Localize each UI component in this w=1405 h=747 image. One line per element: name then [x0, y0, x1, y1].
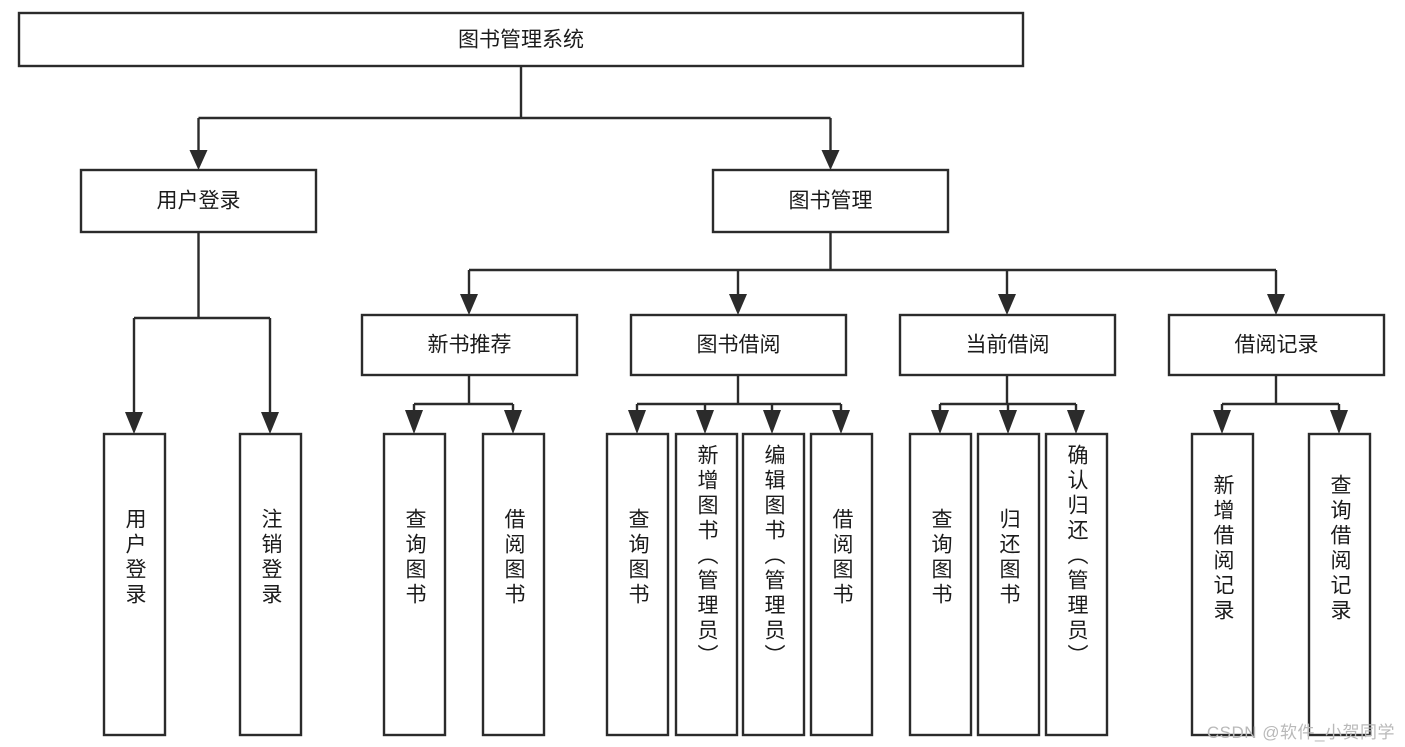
arrow-leaf-add-book-icon: [696, 410, 714, 434]
node-leaf-query-book-3-box[interactable]: [908, 432, 973, 737]
node-leaf-add-book-box[interactable]: [674, 432, 739, 737]
node-current-borrow-box[interactable]: [898, 313, 1117, 377]
node-layer: 图书管理系统 用户登录 图书管理 新书推荐 图书借阅 当前借阅 借阅记录: [17, 11, 1386, 737]
arrow-leaf-borrow-book-1-icon: [504, 410, 522, 434]
node-leaf-add-record-box[interactable]: [1190, 432, 1255, 737]
node-leaf-user-logout-box[interactable]: [238, 432, 303, 737]
arrow-leaf-borrow-book-2-icon: [832, 410, 850, 434]
arrow-leaf-query-book-2-icon: [628, 410, 646, 434]
arrow-leaf-query-record-icon: [1330, 410, 1348, 434]
node-book-borrow-box[interactable]: [629, 313, 848, 377]
node-leaf-edit-book-box[interactable]: [741, 432, 806, 737]
csdn-watermark: CSDN @软件_小贺同学: [1206, 723, 1395, 742]
node-leaf-borrow-book-1-box[interactable]: [481, 432, 546, 737]
node-leaf-query-book-2-box[interactable]: [605, 432, 670, 737]
node-root-label: 图书管理系统: [458, 29, 584, 52]
node-leaf-return-book-box[interactable]: [976, 432, 1041, 737]
node-new-book-recommend-label: 新书推荐: [428, 334, 512, 357]
node-book-management-label: 图书管理: [789, 190, 873, 213]
node-leaf-user-login-box[interactable]: [102, 432, 167, 737]
node-borrow-record-box[interactable]: [1167, 313, 1386, 377]
arrow-to-borrow-record-icon: [1267, 294, 1285, 315]
node-leaf-query-book-1-box[interactable]: [382, 432, 447, 737]
node-user-login-box[interactable]: [79, 168, 318, 234]
arrow-leaf-edit-book-icon: [763, 410, 781, 434]
node-leaf-query-record-box[interactable]: [1307, 432, 1372, 737]
arrow-leaf-query-book-1-icon: [405, 410, 423, 434]
node-new-book-recommend-box[interactable]: [360, 313, 579, 377]
arrow-leaf-query-book-3-icon: [931, 410, 949, 434]
arrow-leaf-return-book-icon: [999, 410, 1017, 434]
node-borrow-record-label: 借阅记录: [1235, 334, 1319, 357]
node-book-management-box[interactable]: [711, 168, 950, 234]
node-root-box[interactable]: [17, 11, 1025, 68]
node-current-borrow-label: 当前借阅: [966, 334, 1050, 357]
arrow-leaf-confirm-return-icon: [1067, 410, 1085, 434]
arrow-to-book-management-icon: [821, 150, 840, 170]
arrow-leaf-user-logout-icon: [261, 412, 279, 434]
arrow-to-user-login-icon: [189, 150, 208, 170]
arrow-leaf-add-record-icon: [1213, 410, 1231, 434]
connector-layer: [125, 66, 1348, 434]
arrow-to-new-book-recommend-icon: [460, 294, 478, 315]
node-leaf-borrow-book-2-box[interactable]: [809, 432, 874, 737]
arrow-to-current-borrow-icon: [998, 294, 1016, 315]
arrow-leaf-user-login-icon: [125, 412, 143, 434]
arrow-to-book-borrow-icon: [729, 294, 747, 315]
node-book-borrow-label: 图书借阅: [697, 334, 781, 357]
node-user-login-label: 用户登录: [157, 190, 241, 213]
node-leaf-confirm-return-box[interactable]: [1044, 432, 1109, 737]
